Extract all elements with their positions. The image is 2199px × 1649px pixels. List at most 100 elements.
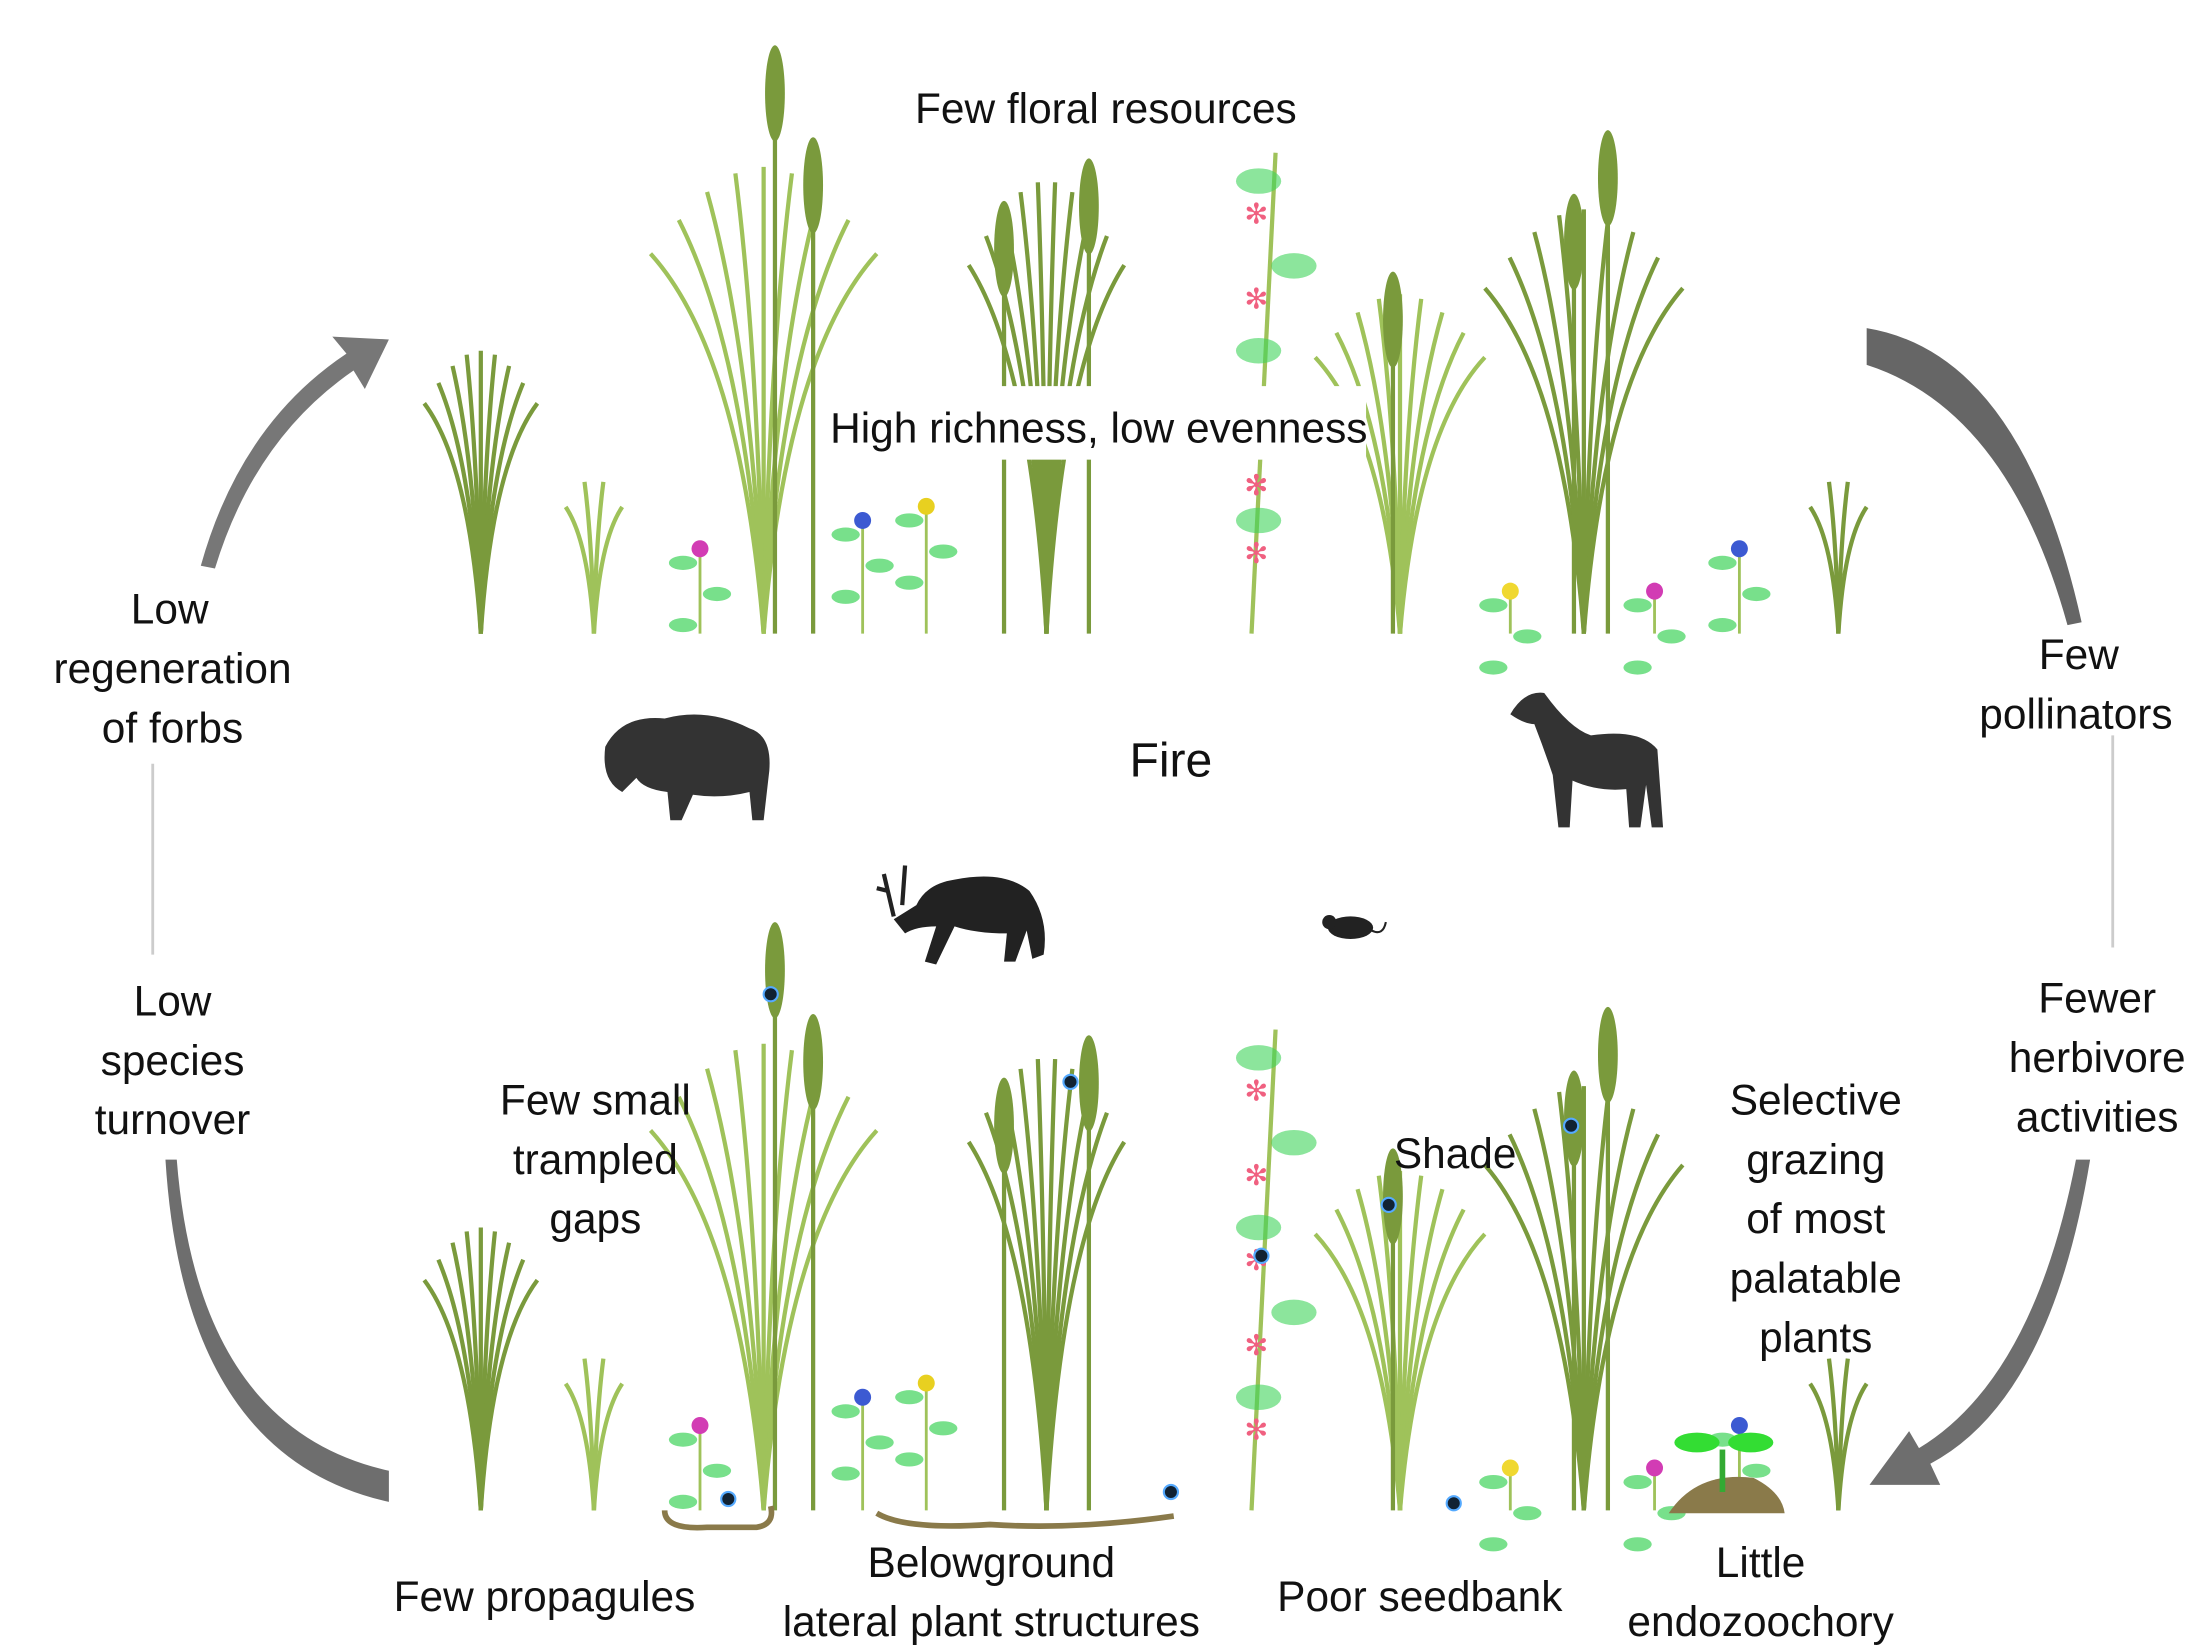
line: plants [1759,1314,1872,1361]
leaf [831,527,860,542]
grass-blade [1581,286,1685,634]
forb-stem [1249,1029,1278,1511]
leaf [1657,629,1686,644]
leaf [1271,253,1317,279]
line: regeneration [53,645,291,692]
line: Low [131,586,209,633]
label-belowground-structures: Belowground lateral plant structures [783,1539,1200,1645]
leaf [1235,168,1282,194]
flower [691,540,709,558]
seed-head [1597,1006,1618,1104]
flower [1646,582,1664,600]
seed-head [765,922,785,1019]
leaf [865,1435,894,1450]
lower-plant-community: ✻✻✻✻✻ [422,922,1869,1552]
seed [1445,1495,1462,1512]
grass-blade [761,252,879,634]
grass-blade [648,1129,766,1511]
flower [1730,1417,1748,1434]
seed-head [1383,271,1403,368]
seed-head [765,45,785,142]
grass-blade [591,1382,624,1511]
leaf [668,1432,698,1447]
line: Low [134,977,212,1024]
flower-icon: ✻ [1244,539,1268,570]
flower [1730,540,1748,558]
leaf [831,1466,860,1481]
label-few-small-trampled-gaps: Few small trampled gaps [500,1076,691,1242]
line: Few small [500,1076,691,1123]
arrow-top-right-icon [1866,328,2082,626]
reindeer-icon [876,865,1045,965]
leaf [668,555,698,570]
flower [917,497,935,515]
bison-icon [604,714,770,821]
line: herbivore [2009,1034,2186,1081]
leaf [1623,1475,1652,1490]
leaf [831,589,860,604]
leaf [1479,660,1508,675]
line: of forbs [102,704,243,751]
flower [691,1417,709,1434]
label-low-species-turnover: Low species turnover [95,977,251,1143]
leaf [929,544,958,559]
leaf [831,1404,860,1419]
leaf [895,575,924,590]
leaf [1742,1463,1771,1478]
leaf [702,586,732,602]
flower [1501,1459,1519,1477]
flower-icon: ✻ [1244,1076,1268,1107]
leaf [668,1494,698,1509]
leaf [1479,598,1508,613]
leaf [1623,660,1652,675]
label-few-pollinators: Few pollinators [1979,631,2172,737]
flower-icon: ✻ [1244,199,1268,230]
seed [1162,1483,1180,1501]
seed-head [1597,130,1618,227]
arrow-up-left-icon [200,336,389,569]
grass-blade [1836,1382,1869,1511]
richness-label-bg [831,386,1367,460]
line: Few [2039,631,2119,678]
leaf [1271,1129,1317,1156]
seed [762,986,779,1003]
seed [1380,1196,1397,1214]
leaf [1235,1384,1282,1410]
seed [1253,1247,1270,1264]
line: gaps [549,1195,641,1242]
label-low-regeneration-of-forbs: Low regeneration of forbs [53,586,291,752]
flower [1501,582,1519,600]
flower [917,1374,935,1392]
leaf [1623,598,1652,613]
line: trampled [513,1136,678,1183]
label-poor-seedbank: Poor seedbank [1277,1573,1563,1620]
line: Selective [1730,1076,1902,1123]
seed [1062,1073,1079,1091]
leaf [1708,555,1737,570]
grass-blade [1581,1163,1685,1511]
arrow-bottom-left-icon [165,1159,389,1502]
cycle-arrows [151,328,2115,1502]
seedling-leaf [1728,1432,1774,1453]
grass-blade [1397,1232,1487,1511]
line: activities [2016,1093,2179,1140]
leaf [702,1463,732,1478]
line: endozoochory [1627,1598,1894,1645]
grass-blade [591,505,624,634]
leaf [1479,1537,1508,1552]
leaf [1271,1299,1317,1326]
flower-icon: ✻ [1244,471,1268,502]
leaf [895,513,924,528]
line: pollinators [1979,690,2172,737]
leaf [1235,507,1282,534]
leaf [929,1421,958,1436]
label-little-endozoochory: Little endozoochory [1627,1539,1894,1645]
label-high-richness: High richness, low evenness [830,405,1367,452]
seed-head [1564,193,1584,290]
flower-icon: ✻ [1244,284,1268,315]
mouse-icon [1322,915,1387,940]
leaf [668,618,698,633]
seed-head [1078,1035,1099,1132]
flower [854,511,872,529]
